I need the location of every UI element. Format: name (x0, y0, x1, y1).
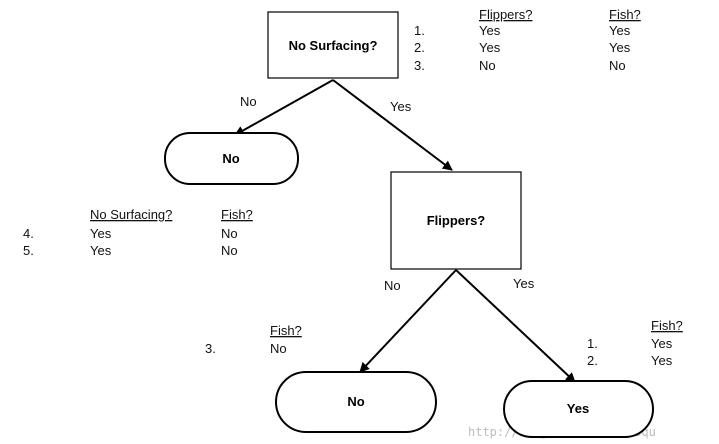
table-row-number: 2. (587, 353, 598, 368)
table-left: No Surfacing? Fish? 4. Yes No 5. Yes No (23, 207, 253, 258)
node-no-surfacing-label: No Surfacing? (289, 38, 378, 53)
leaf-no-bottom-label: No (347, 394, 364, 409)
table-cell: Yes (479, 40, 501, 55)
table-cell: Yes (609, 40, 631, 55)
table-cell: No (609, 58, 626, 73)
table-bottom-right: Fish? 1. Yes 2. Yes (587, 318, 683, 368)
table-row-number: 2. (414, 40, 425, 55)
table-top-right-header-flippers: Flippers? (479, 7, 532, 22)
table-cell: Yes (651, 336, 673, 351)
edge-label-root-yes: Yes (390, 99, 412, 114)
table-cell: Yes (479, 23, 501, 38)
table-left-header-fish: Fish? (221, 207, 253, 222)
table-row-number: 1. (587, 336, 598, 351)
edge-label-root-no: No (240, 94, 257, 109)
table-top-right: Flippers? Fish? 1. Yes Yes 2. Yes Yes 3.… (414, 7, 641, 73)
edge-root-to-leaf-no (234, 79, 334, 136)
table-cell: No (479, 58, 496, 73)
table-bottom-right-header-fish: Fish? (651, 318, 683, 333)
table-cell: Yes (651, 353, 673, 368)
leaf-yes-bottom (503, 380, 654, 438)
table-row-number: 3. (205, 341, 216, 356)
table-bottom-mid: Fish? 3. No (205, 323, 302, 356)
leaf-no-bottom (275, 371, 437, 433)
edge-flippers-to-leaf-yes (455, 269, 576, 383)
table-cell: Yes (90, 243, 112, 258)
leaf-yes-bottom-label: Yes (567, 401, 589, 416)
table-cell: Yes (609, 23, 631, 38)
edge-label-flippers-no: No (384, 278, 401, 293)
table-top-right-header-fish: Fish? (609, 7, 641, 22)
node-flippers-label: Flippers? (427, 213, 486, 228)
edge-label-flippers-yes: Yes (513, 276, 535, 291)
table-cell: No (221, 243, 238, 258)
leaf-no-top-label: No (222, 151, 239, 166)
table-cell: No (221, 226, 238, 241)
edge-flippers-to-leaf-no (359, 269, 457, 373)
table-row-number: 4. (23, 226, 34, 241)
table-row-number: 5. (23, 243, 34, 258)
table-cell: Yes (90, 226, 112, 241)
table-row-number: 3. (414, 58, 425, 73)
node-no-surfacing (267, 11, 399, 79)
table-cell: No (270, 341, 287, 356)
table-left-header-no-surfacing: No Surfacing? (90, 207, 172, 222)
edge-root-to-flippers (332, 79, 453, 171)
leaf-no-top (164, 132, 299, 185)
node-flippers (390, 171, 522, 270)
table-row-number: 1. (414, 23, 425, 38)
table-bottom-mid-header-fish: Fish? (270, 323, 302, 338)
